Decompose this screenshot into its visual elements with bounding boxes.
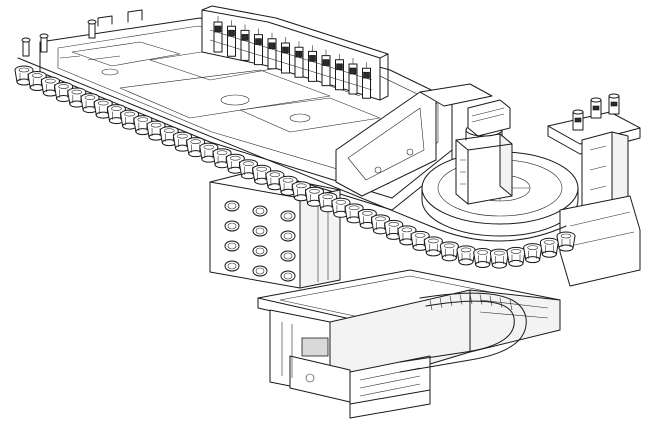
tool-holder (410, 230, 430, 251)
solenoid-valve (362, 62, 371, 99)
solenoid-valve (240, 24, 250, 61)
tool-pin (39, 33, 49, 53)
column-hole (252, 225, 268, 237)
tool-changer-arm (547, 93, 641, 287)
tool-holder (506, 246, 526, 267)
cable-carrier-link (429, 299, 433, 311)
servo-motor (455, 99, 513, 205)
column-hole (224, 200, 240, 212)
tool-holder (331, 197, 351, 218)
tool-pin (87, 19, 97, 39)
cable-carrier-link (459, 294, 463, 305)
tool-holder (473, 247, 493, 268)
tool-holder (305, 186, 325, 207)
column-hole (252, 245, 268, 257)
solenoid-valve-bank (201, 5, 389, 101)
cable-carrier-link (499, 297, 503, 308)
mounting-bracket (335, 83, 493, 197)
tool-holder (556, 231, 576, 252)
solenoid-valve (254, 28, 263, 66)
column-hole (252, 205, 268, 217)
cable-carrier-link (439, 297, 443, 308)
chain-rail (17, 57, 567, 242)
cable-carrier-link (509, 299, 513, 311)
tool-pin (21, 37, 31, 57)
solenoid-valve (308, 45, 317, 82)
gripper-finger (608, 93, 620, 115)
solenoid-valve (267, 32, 277, 70)
tool-holder (54, 82, 74, 103)
tool-magazine-chain (14, 19, 576, 269)
cable-carrier-link (489, 295, 493, 306)
column-hole (224, 240, 240, 252)
column-hole (224, 220, 240, 232)
column-hole (280, 230, 296, 242)
support-column (209, 171, 341, 289)
cable-carrier (399, 292, 527, 373)
solenoid-valve (227, 20, 236, 57)
gripper-finger (590, 97, 602, 119)
column-hole (280, 210, 296, 222)
tool-holder (539, 237, 559, 258)
tool-holder (291, 181, 311, 202)
tool-holder (27, 71, 47, 92)
column-hole (280, 250, 296, 262)
solenoid-valve (213, 16, 223, 53)
cable-carrier-link (479, 294, 483, 305)
column-hole (280, 270, 296, 282)
tool-holder (67, 87, 87, 108)
tool-holder (523, 243, 543, 264)
column-hole (224, 260, 240, 272)
tool-holder (489, 248, 509, 269)
tool-holder (439, 241, 459, 262)
lower-slide-carriage (257, 269, 561, 419)
gripper-finger (572, 109, 584, 131)
tool-holder (318, 192, 338, 213)
tool-holder (278, 175, 298, 196)
tool-holder (423, 236, 443, 257)
cable-carrier-link (469, 293, 473, 305)
tool-holder (120, 109, 140, 130)
column-hole (252, 265, 268, 277)
solenoid-valve (294, 41, 304, 78)
tool-holder (456, 245, 476, 266)
cable-carrier-link (449, 295, 453, 306)
